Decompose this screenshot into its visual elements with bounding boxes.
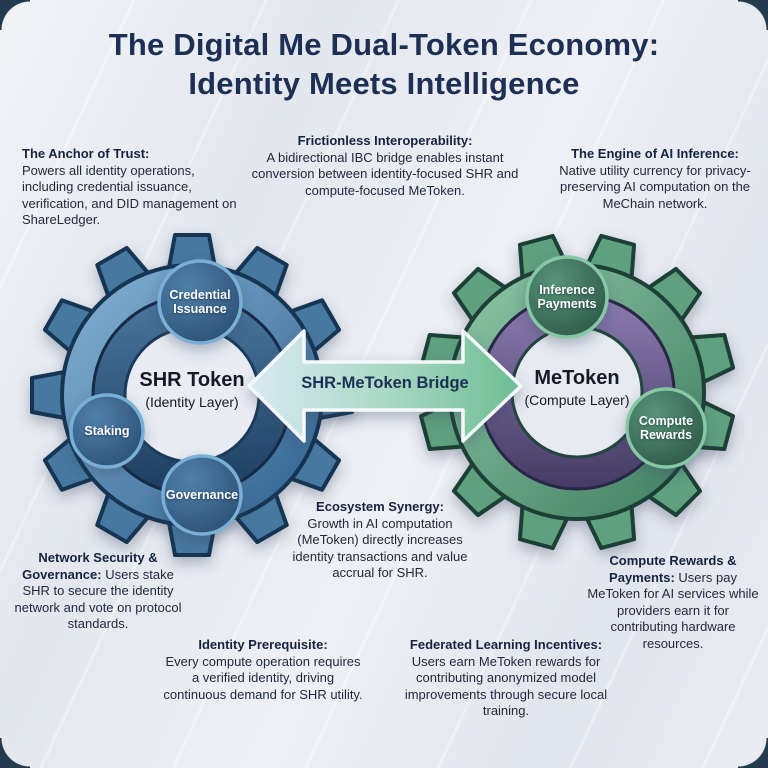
staking-node-icon: [69, 393, 145, 469]
note-body: Every compute operation requires a verif…: [163, 653, 363, 702]
note-body: Growth in AI computation (MeToken) direc…: [292, 515, 468, 581]
corner-decoration: [738, 0, 768, 30]
governance-node-icon: [161, 454, 243, 536]
note-body: Powers all identity operations, includin…: [22, 162, 237, 228]
inference-payments-node-icon: [525, 255, 609, 339]
note-heading: Frictionless Interoperability:: [297, 133, 473, 148]
shr-token-name: SHR Token: [139, 369, 245, 391]
note-anchor-of-trust: The Anchor of Trust: Powers all identity…: [22, 146, 238, 229]
corner-decoration: [0, 738, 30, 768]
note-heading: Identity Prerequisite:: [198, 637, 328, 652]
note-heading: Network Security & Governance:: [22, 550, 158, 582]
page-title-line1: The Digital Me Dual-Token Economy:: [108, 27, 660, 62]
inference-payments-label: Inference Payments: [537, 282, 597, 311]
page-title-line2: Identity Meets Intelligence: [188, 65, 580, 101]
shr-gear-icon: [30, 233, 354, 557]
note-body: Native utility currency for privacy-pres…: [559, 162, 751, 211]
compute-rewards-label: Compute Rewards: [638, 413, 694, 442]
corner-decoration: [738, 738, 768, 768]
note-engine-of-ai-inference: The Engine of AI Inference: Native utili…: [556, 146, 754, 212]
note-body: Users earn MeToken rewards for contribut…: [404, 653, 608, 719]
governance-label: Governance: [165, 487, 239, 502]
note-body: Users stake SHR to secure the identity n…: [14, 566, 182, 632]
note-heading: Compute Rewards & Payments:: [609, 553, 737, 585]
note-heading: The Anchor of Trust:: [22, 146, 150, 161]
note-federated-learning-incentives: Federated Learning Incentives: Users ear…: [390, 637, 622, 720]
metoken-name: MeToken: [534, 367, 620, 389]
shr-token-label: SHR Token (Identity Layer): [112, 369, 272, 410]
note-network-security-governance: Network Security & Governance: Users sta…: [10, 550, 186, 633]
metoken-label: MeToken (Compute Layer): [497, 367, 657, 408]
corner-decoration: [0, 0, 30, 30]
note-identity-prerequisite: Identity Prerequisite: Every compute ope…: [163, 637, 363, 703]
note-body: Users pay MeToken for AI services while …: [587, 569, 759, 651]
note-frictionless-interoperability: Frictionless Interoperability: A bidirec…: [249, 133, 521, 199]
note-heading: Federated Learning Incentives:: [409, 637, 603, 652]
staking-label: Staking: [84, 423, 130, 438]
credential-issuance-node-icon: [157, 259, 243, 345]
bridge-arrow-icon: [247, 329, 523, 443]
note-compute-rewards-payments: Compute Rewards & Payments: Users pay Me…: [585, 553, 761, 652]
shr-token-layer: (Identity Layer): [145, 394, 239, 410]
note-ecosystem-synergy: Ecosystem Synergy: Growth in AI computat…: [280, 499, 480, 582]
note-heading: The Engine of AI Inference:: [571, 146, 739, 161]
metoken-layer: (Compute Layer): [524, 392, 630, 408]
page-title: The Digital Me Dual-Token Economy: Ident…: [0, 26, 768, 104]
credential-issuance-label: Credential Issuance: [169, 287, 231, 316]
compute-rewards-node-icon: [625, 387, 707, 469]
bridge-label: SHR-MeToken Bridge: [301, 374, 469, 392]
note-heading: Ecosystem Synergy:: [316, 499, 444, 514]
note-body: A bidirectional IBC bridge enables insta…: [251, 149, 519, 198]
